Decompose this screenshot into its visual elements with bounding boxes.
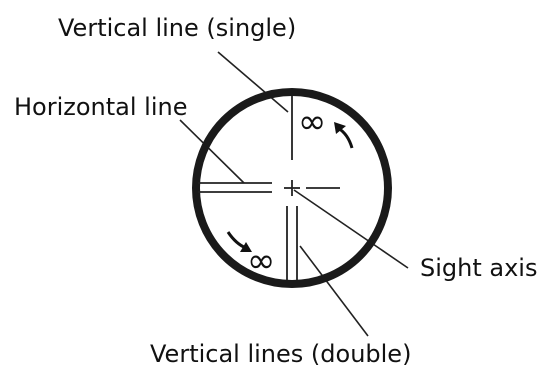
arrow-lower-head <box>240 242 252 252</box>
arrow-upper-curve <box>337 126 354 149</box>
leader-horizontal <box>179 119 245 184</box>
label-horizontal-line: Horizontal line <box>14 93 187 121</box>
arrow-upper-head <box>334 122 346 134</box>
leader-sight-axis <box>293 189 409 269</box>
leader-vertical-single <box>217 51 289 113</box>
label-vertical-lines-double: Vertical lines (double) <box>150 340 411 368</box>
label-sight-axis: Sight axis <box>420 254 537 282</box>
infinity-symbol-upper: ∞ <box>298 102 326 142</box>
infinity-symbol-lower: ∞ <box>247 241 275 281</box>
reticle-circle <box>192 88 392 288</box>
arrow-lower-curve <box>226 231 247 250</box>
label-vertical-line-single: Vertical line (single) <box>58 14 296 42</box>
leader-vertical-double <box>299 245 369 337</box>
